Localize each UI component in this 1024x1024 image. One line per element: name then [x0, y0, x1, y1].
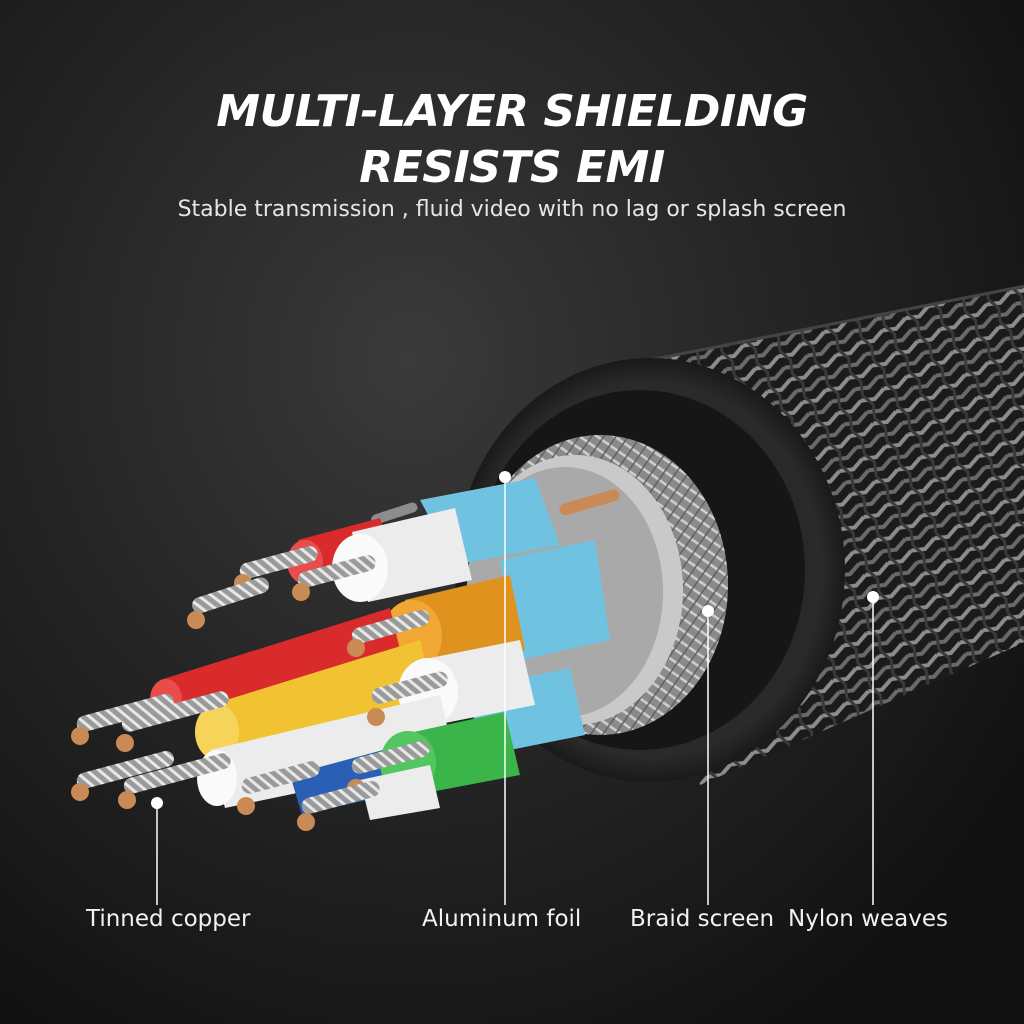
subtitle: Stable transmission , fluid video with n… [177, 197, 847, 222]
callout-braid-screen-leader [702, 605, 714, 905]
callout-tinned-copper: Tinned copper [86, 906, 251, 932]
callout-braid-screen: Braid screen [630, 906, 775, 932]
callout-nylon-weaves: Nylon weaves [788, 906, 948, 932]
callout-tinned-copper-leader [151, 797, 163, 905]
callout-nylon-weaves-leader [867, 591, 879, 905]
callout-aluminum-foil: Aluminum foil [422, 906, 582, 932]
tinned-copper-strands [71, 546, 448, 831]
headline: MULTI-LAYER SHIELDING RESISTS EMI [0, 84, 1024, 196]
headline-line-1: MULTI-LAYER SHIELDING [216, 86, 808, 137]
callout-aluminum-foil-leader [499, 471, 511, 905]
headline-line-2: RESISTS EMI [359, 142, 665, 193]
